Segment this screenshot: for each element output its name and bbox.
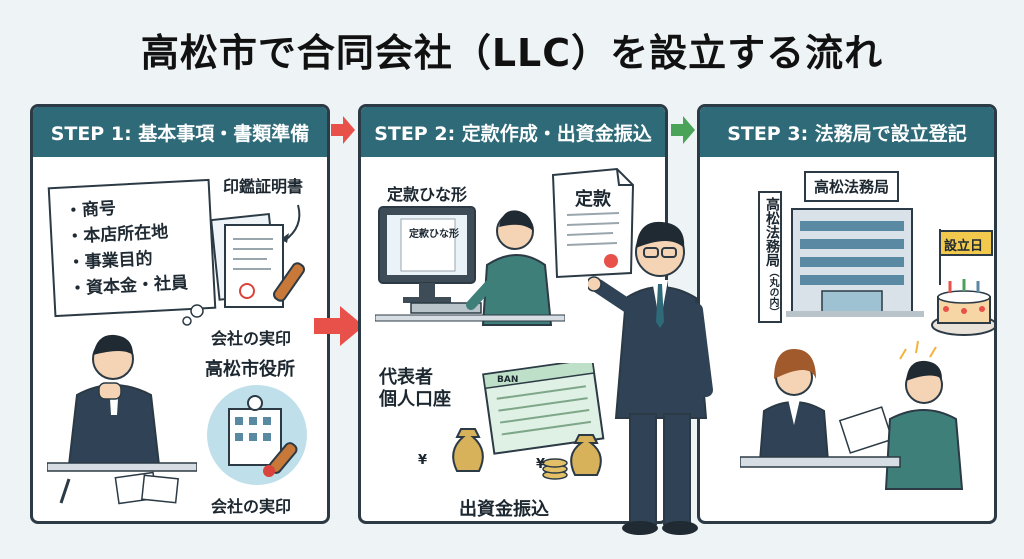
checklist-item: ・資本金・社員 bbox=[68, 273, 189, 300]
articles-label: 定款 bbox=[575, 189, 611, 210]
founding-day-flag: 設立日 bbox=[944, 239, 984, 254]
step2-header: STEP 2: 定款作成・出資金振込 bbox=[361, 107, 665, 157]
step3-panel: STEP 3: 法務局で設立登記 高松法務局 高松法務局（丸の内） 設立日 bbox=[697, 104, 997, 524]
yen-sign: ¥ bbox=[536, 457, 546, 472]
draft-template-label: 定款ひな形 bbox=[387, 185, 468, 204]
computer-worker-illustration bbox=[375, 206, 565, 326]
passbook-label: BAN bbox=[497, 375, 519, 385]
thought-bubble-icon bbox=[182, 304, 204, 326]
company-seal-label: 会社の実印 bbox=[211, 497, 292, 516]
presenter-illustration bbox=[588, 221, 713, 535]
arrow-right-icon bbox=[671, 116, 695, 144]
registration-counter-illustration bbox=[740, 340, 964, 490]
passbook-money-illustration bbox=[452, 363, 605, 480]
arrow-right-icon bbox=[314, 306, 364, 346]
thinking-man-illustration bbox=[47, 334, 197, 505]
representative-account-label: 代表者 個人口座 bbox=[379, 367, 451, 410]
city-office-label: 高松市役所 bbox=[205, 359, 295, 380]
city-office-icon bbox=[207, 385, 307, 485]
page-title: 高松市で合同会社（LLC）を設立する流れ bbox=[140, 31, 884, 75]
legal-office-sign: 高松法務局 bbox=[804, 171, 900, 202]
step1-panel: STEP 1: 基本事項・書類準備 ・商号 ・本店所在地 ・事業目的 ・資本金・… bbox=[30, 104, 330, 524]
vertical-legal-office-sign: 高松法務局（丸の内） bbox=[758, 191, 782, 323]
yen-sign: ¥ bbox=[418, 453, 428, 468]
deposit-label: 出資金振込 bbox=[459, 499, 549, 520]
checklist-note: ・商号 ・本店所在地 ・事業目的 ・資本金・社員 bbox=[47, 178, 217, 318]
seal-certificate-label: 印鑑証明書 bbox=[223, 177, 304, 196]
company-seal-label: 会社の実印 bbox=[211, 329, 292, 348]
celebration-cake-icon bbox=[931, 229, 994, 336]
step3-header: STEP 3: 法務局で設立登記 bbox=[700, 107, 994, 157]
step1-header: STEP 1: 基本事項・書類準備 bbox=[33, 107, 327, 157]
screen-template-label: 定款ひな形 bbox=[409, 229, 459, 240]
step2-panel: STEP 2: 定款作成・出資金振込 定款ひな形 定款ひな形 定款 代表者 個人… bbox=[358, 104, 668, 524]
articles-document-icon bbox=[551, 167, 635, 279]
arrow-right-icon bbox=[331, 116, 355, 144]
legal-office-building-icon bbox=[786, 208, 924, 317]
certificate-documents-icon bbox=[210, 204, 305, 308]
